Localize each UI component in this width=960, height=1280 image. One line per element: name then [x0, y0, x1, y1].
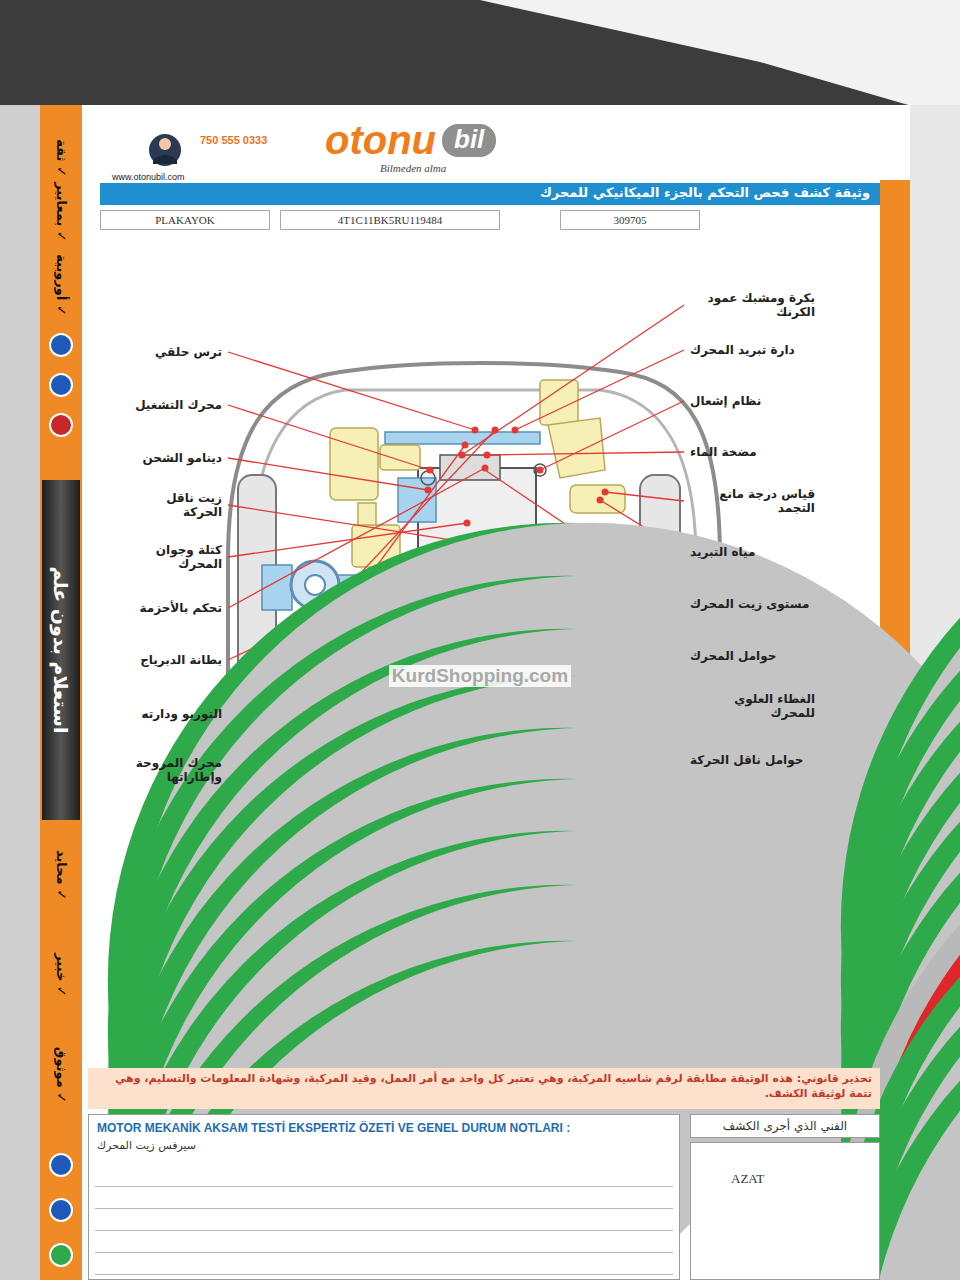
inspection-points [462, 442, 469, 449]
strip-claim: خبير ✓ [54, 953, 69, 997]
car-illustration [330, 428, 378, 500]
check-item: دارة تبريد المحرك [690, 343, 795, 357]
check-item: دينامو الشحن [143, 451, 222, 465]
notes-entry: سيرفس زيت المحرك [89, 1137, 679, 1154]
chassis-field: 4T1C11BK5RU119484 [280, 210, 500, 230]
photo-background [40, 105, 82, 1280]
check-item: تحكم بالأحزمة [140, 601, 223, 615]
header-icons [153, 155, 177, 164]
check-item: محرك المروحة وإطاراتها [134, 756, 222, 785]
inspection-points [512, 427, 519, 434]
plate-field: PLAKAYOK [100, 210, 270, 230]
technician-name: AZAT [691, 1143, 879, 1187]
notes-box: MOTOR MEKANİK AKSAM TESTİ EKSPERTİZ ÖZET… [88, 1114, 680, 1280]
inspection-points [484, 452, 491, 459]
car-illustration [380, 445, 420, 470]
inspection-points [602, 489, 609, 496]
leader-lines [540, 401, 684, 470]
technician-caption: الفني الذي أجرى الكشف [691, 1115, 879, 1133]
strip-badges [50, 414, 72, 436]
check-item: مضخة الماء [690, 445, 757, 459]
leader-lines [462, 305, 684, 455]
plate-value: PLAKAYOK [101, 211, 269, 226]
strip-badges [50, 334, 72, 356]
car-illustration [570, 485, 625, 513]
photo-background [480, 0, 960, 120]
car-illustration [305, 575, 325, 595]
check-item: قياس درجة مانع التجمد [690, 487, 815, 516]
technician-box: AZAT [690, 1142, 880, 1280]
header-band: وثيقة كشف فحص التحكم بالجزء الميكانيكي ل… [100, 183, 880, 205]
check-item: زيت ناقل الحركة [134, 491, 222, 520]
check-item: نظام إشعال [690, 394, 761, 408]
header-icons [159, 138, 171, 150]
check-item: بطانة الدبرياج [140, 653, 222, 667]
inspection-points [464, 520, 471, 527]
banner-text: استعلام بدون علم [50, 566, 72, 733]
car-illustration [358, 503, 376, 525]
leader-lines [228, 458, 428, 490]
inspection-points [459, 452, 466, 459]
inspection-points [537, 467, 544, 474]
strip-claim: محايد ✓ [54, 850, 69, 900]
car-illustration [421, 471, 435, 485]
check-item: مياه التبريد [690, 545, 755, 559]
check-item: مستوى زيت المحرك [690, 597, 809, 611]
inspection-points [492, 427, 499, 434]
technician-header: الفني الذي أجرى الكشف [690, 1114, 880, 1138]
brand-logo-badge: bil [442, 124, 496, 157]
strip-badges [50, 1154, 72, 1176]
check-item: حوامل ناقل الحركة [690, 753, 803, 767]
strip-badges [50, 1199, 72, 1221]
car-illustration [385, 432, 540, 444]
check-item: حوامل المحرك [690, 649, 776, 663]
strip-claim: أوروبية ✓ [54, 254, 69, 316]
ruled-lines [95, 1165, 673, 1275]
report-number: 309705 [561, 211, 699, 226]
strip-claim: ثقة ✓ [54, 139, 69, 177]
check-item: التوربو ودارته [141, 707, 222, 721]
leader-lines [487, 452, 684, 455]
strip-badges [50, 1244, 72, 1266]
leader-lines [228, 352, 475, 430]
inspection-points [427, 467, 434, 474]
phone-number: 750 555 0333 [200, 134, 267, 146]
leader-lines [605, 492, 684, 501]
strip-claim: بمعايير ✓ [54, 182, 69, 242]
check-item: محرك التشغيل [135, 398, 222, 412]
car-illustration [534, 464, 546, 476]
form-title: وثيقة كشف فحص التحكم بالجزء الميكانيكي ل… [100, 183, 880, 202]
check-item: ترس حلقي [155, 345, 222, 359]
leader-lines [515, 350, 684, 430]
inspection-points [597, 497, 604, 504]
legal-warning-band: تحذير قانوني: هذه الوثيقة مطابقة لرقم شا… [88, 1068, 880, 1109]
strip-claim: موثوق ✓ [54, 1047, 69, 1103]
watermark: KurdShopping.com [389, 665, 571, 687]
inspection-points [472, 427, 479, 434]
header-icons [149, 134, 181, 166]
brand-tagline: Bilmeden alma [380, 162, 446, 174]
strip-badges [50, 374, 72, 396]
check-item: بكرة ومشبك عمود الكرنك [690, 291, 815, 320]
inspection-points [482, 465, 489, 472]
leader-lines [228, 405, 430, 470]
notes-title: MOTOR MEKANİK AKSAM TESTİ EKSPERTİZ ÖZET… [89, 1115, 679, 1137]
strip-banner: استعلام بدون علم [42, 480, 80, 820]
chassis-number: 4T1C11BK5RU119484 [281, 211, 499, 226]
brand-logo: otonu [325, 120, 436, 160]
check-item: كتلة وجوان المحرك [134, 543, 222, 572]
website: www.otonubil.com [112, 172, 185, 182]
legal-warning: تحذير قانوني: هذه الوثيقة مطابقة لرقم شا… [88, 1068, 880, 1106]
inspection-points [425, 487, 432, 494]
car-illustration [548, 418, 605, 478]
check-item: الغطاء العلوي للمحرك [690, 692, 815, 721]
report-field: 309705 [560, 210, 700, 230]
header-icons [149, 134, 181, 166]
